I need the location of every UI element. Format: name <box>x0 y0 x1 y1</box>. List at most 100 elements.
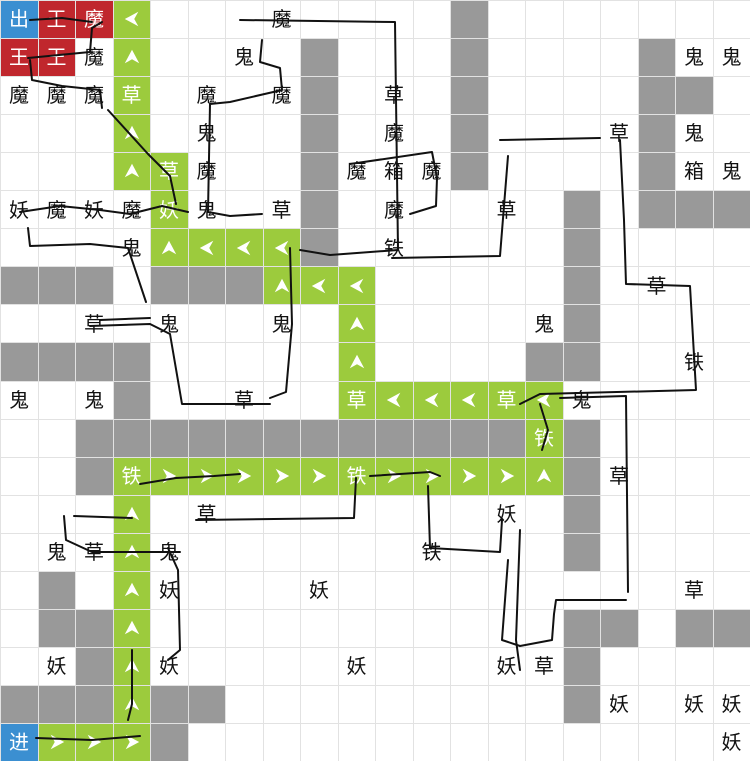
label-cell[interactable]: 草 <box>75 533 113 572</box>
path-cell[interactable] <box>525 456 563 496</box>
label-cell[interactable]: 魔 <box>188 152 226 191</box>
label-cell[interactable]: 妖 <box>713 723 750 761</box>
path-cell[interactable]: 草 <box>112 76 151 115</box>
label-cell[interactable]: 箱 <box>675 152 713 191</box>
label-cell[interactable]: 箱 <box>375 152 413 191</box>
path-cell[interactable] <box>262 266 301 305</box>
label-cell[interactable]: 妖 <box>150 571 188 610</box>
path-cell[interactable] <box>150 228 188 267</box>
label-cell[interactable]: 草 <box>375 76 413 115</box>
label-cell[interactable]: 鬼 <box>675 114 713 153</box>
label-cell[interactable]: 妖 <box>38 647 76 686</box>
path-cell[interactable] <box>525 380 563 420</box>
label-cell[interactable]: 妖 <box>600 685 638 724</box>
label-cell[interactable]: 魔 <box>338 152 376 191</box>
label-cell[interactable]: 妖 <box>150 647 188 686</box>
label-cell[interactable]: 草 <box>638 266 676 305</box>
path-cell[interactable] <box>262 456 301 496</box>
label-cell[interactable]: 鬼 <box>188 114 226 153</box>
label-cell[interactable]: 鬼 <box>525 304 563 343</box>
exit-cell[interactable]: 出 <box>0 0 38 39</box>
path-cell[interactable] <box>112 608 151 648</box>
label-cell[interactable]: 妖 <box>488 647 526 686</box>
path-cell[interactable] <box>337 304 376 343</box>
path-cell[interactable] <box>112 494 151 534</box>
label-cell[interactable]: 魔 <box>263 76 301 115</box>
path-cell[interactable] <box>375 380 413 420</box>
label-cell[interactable]: 鬼 <box>713 38 750 77</box>
label-cell[interactable]: 妖 <box>675 685 713 724</box>
label-cell[interactable]: 鬼 <box>713 152 750 191</box>
path-cell[interactable]: 铁 <box>525 418 563 458</box>
path-cell[interactable]: 铁 <box>337 456 376 496</box>
exit-cell[interactable]: 进 <box>0 722 38 761</box>
label-cell[interactable]: 妖 <box>713 685 750 724</box>
path-cell[interactable]: 妖 <box>150 190 188 229</box>
label-cell[interactable]: 草 <box>75 304 113 343</box>
label-cell[interactable]: 魔 <box>38 190 76 229</box>
path-cell[interactable] <box>262 228 301 267</box>
path-cell[interactable] <box>450 380 488 420</box>
path-cell[interactable] <box>450 456 488 496</box>
path-cell[interactable] <box>75 722 113 761</box>
path-cell[interactable] <box>37 722 76 761</box>
king-cell[interactable]: 王 <box>0 38 38 77</box>
path-cell[interactable] <box>112 38 151 77</box>
path-cell[interactable]: 草 <box>337 380 376 420</box>
label-cell[interactable]: 妖 <box>0 190 38 229</box>
label-cell[interactable]: 鬼 <box>38 533 76 572</box>
path-cell[interactable] <box>375 456 413 496</box>
path-cell[interactable] <box>112 532 151 572</box>
label-cell[interactable]: 鬼 <box>188 190 226 229</box>
label-cell[interactable]: 鬼 <box>150 533 188 572</box>
label-cell[interactable]: 妖 <box>75 190 113 229</box>
path-cell[interactable] <box>225 228 263 267</box>
label-cell[interactable]: 妖 <box>488 495 526 534</box>
label-cell[interactable]: 草 <box>188 495 226 534</box>
label-cell[interactable]: 草 <box>675 571 713 610</box>
label-cell[interactable]: 妖 <box>338 647 376 686</box>
path-cell[interactable] <box>112 570 151 610</box>
label-cell[interactable]: 魔 <box>75 38 113 77</box>
path-cell[interactable] <box>187 456 226 496</box>
label-cell[interactable]: 魔 <box>0 76 38 115</box>
path-cell[interactable] <box>337 266 376 305</box>
label-cell[interactable]: 魔 <box>263 0 301 39</box>
label-cell[interactable]: 草 <box>488 190 526 229</box>
label-cell[interactable]: 草 <box>225 381 263 420</box>
label-cell[interactable]: 鬼 <box>263 304 301 343</box>
path-cell[interactable] <box>337 342 376 381</box>
label-cell[interactable]: 魔 <box>38 76 76 115</box>
path-cell[interactable] <box>112 646 151 686</box>
label-cell[interactable]: 铁 <box>675 342 713 381</box>
path-cell[interactable] <box>112 114 151 153</box>
label-cell[interactable]: 鬼 <box>75 381 113 420</box>
path-cell[interactable] <box>150 456 188 496</box>
path-cell[interactable] <box>487 456 526 496</box>
king-cell[interactable]: 王 <box>37 0 76 39</box>
path-cell[interactable]: 铁 <box>112 456 151 496</box>
label-cell[interactable]: 魔 <box>375 114 413 153</box>
label-cell[interactable]: 鬼 <box>150 304 188 343</box>
label-cell[interactable]: 草 <box>600 457 638 496</box>
path-cell[interactable] <box>112 684 151 724</box>
path-cell[interactable] <box>187 228 226 267</box>
label-cell[interactable]: 魔 <box>75 76 113 115</box>
path-cell[interactable]: 草 <box>487 380 526 420</box>
label-cell[interactable]: 草 <box>263 190 301 229</box>
path-cell[interactable] <box>112 152 151 191</box>
label-cell[interactable]: 铁 <box>375 228 413 267</box>
label-cell[interactable]: 鬼 <box>675 38 713 77</box>
king-cell[interactable]: 王 <box>37 38 76 77</box>
label-cell[interactable]: 鬼 <box>0 381 38 420</box>
label-cell[interactable]: 魔 <box>413 152 451 191</box>
label-cell[interactable]: 魔 <box>113 190 151 229</box>
path-cell[interactable] <box>412 456 451 496</box>
label-cell[interactable]: 草 <box>525 647 563 686</box>
label-cell[interactable]: 魔 <box>375 190 413 229</box>
king-cell[interactable]: 魔 <box>75 0 113 39</box>
label-cell[interactable]: 鬼 <box>563 381 601 420</box>
path-cell[interactable] <box>300 456 338 496</box>
label-cell[interactable]: 草 <box>600 114 638 153</box>
label-cell[interactable]: 鬼 <box>113 228 151 267</box>
